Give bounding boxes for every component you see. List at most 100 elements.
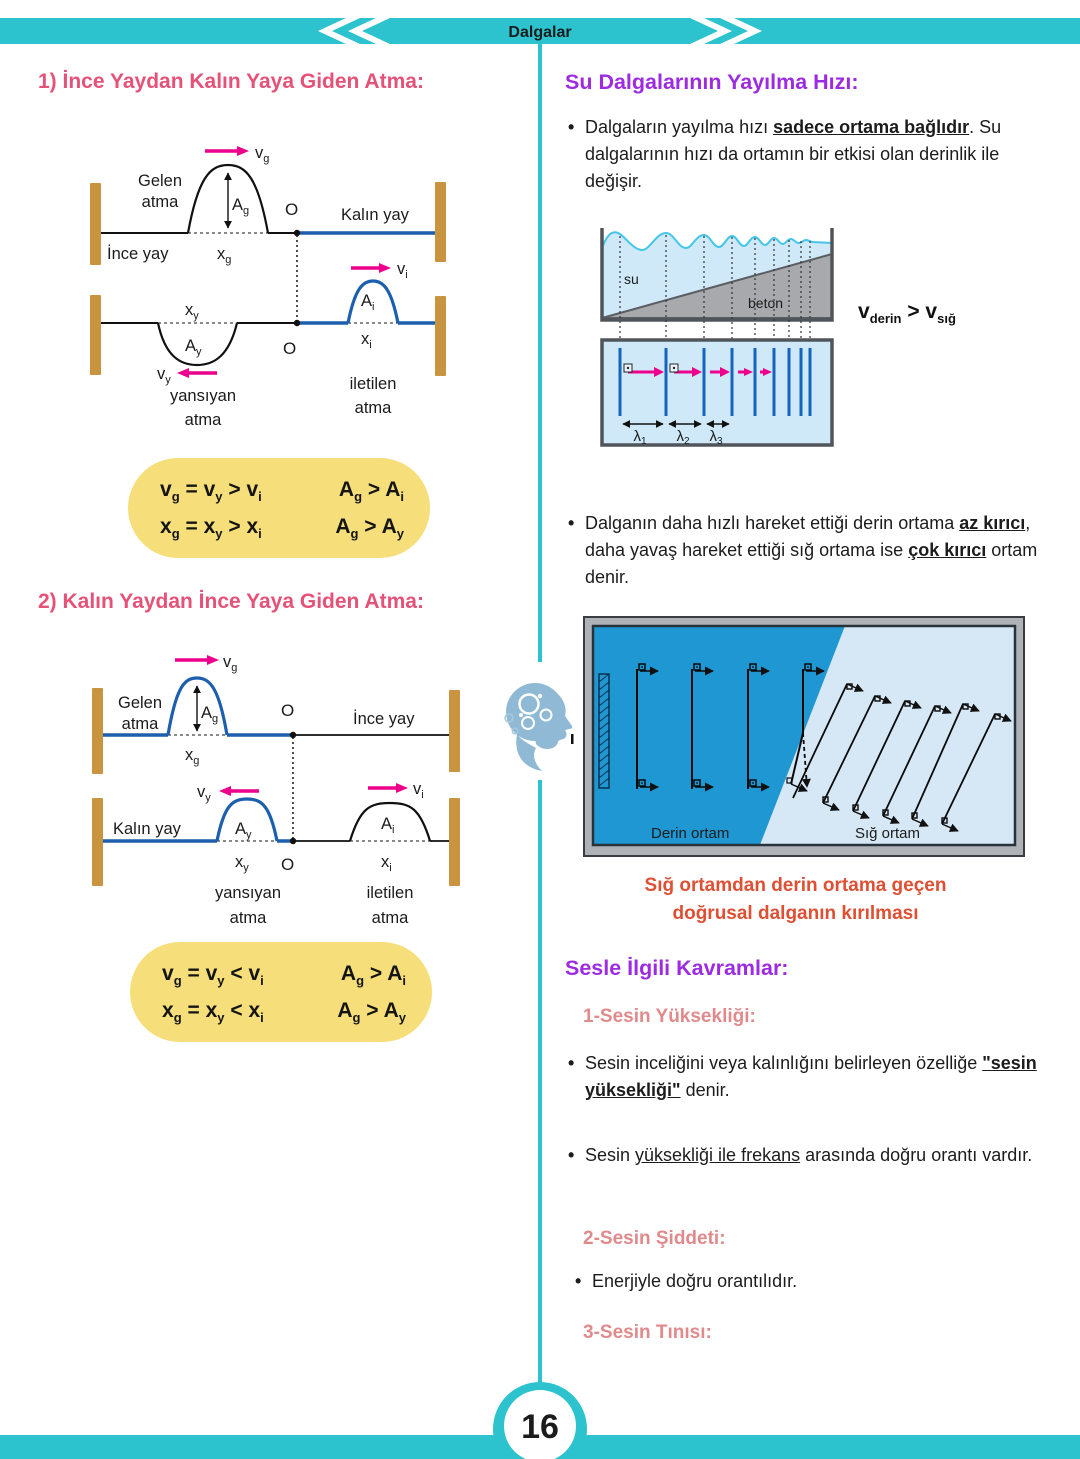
bullet-wave-speed: Dalgaların yayılma hızı sadece ortama ba… <box>568 114 1046 195</box>
incident-pulse <box>166 676 229 736</box>
svg-text:Ai: Ai <box>381 815 394 836</box>
svg-text:vg: vg <box>223 653 237 674</box>
bullet-icon <box>568 1050 585 1104</box>
svg-text:yansıyan: yansıyan <box>170 387 236 405</box>
svg-text:atma: atma <box>372 909 410 927</box>
chevron-left-icon <box>318 18 390 44</box>
water-speed-heading: Su Dalgalarının Yayılma Hızı: <box>565 70 859 94</box>
svg-text:O: O <box>281 701 294 720</box>
bullet-intensity-energy: Enerjiyle doğru orantılıdır. <box>575 1268 1035 1295</box>
svg-text:Ag: Ag <box>232 196 249 217</box>
column-divider-bottom <box>538 780 542 1386</box>
svg-text:İnce yay: İnce yay <box>353 709 415 728</box>
incident-pulse <box>186 163 270 234</box>
formula-v-relation: vg = vy > vi <box>160 477 262 504</box>
bullet-icon <box>568 114 585 195</box>
svg-text:iletilen: iletilen <box>350 375 397 393</box>
svg-text:O: O <box>283 339 296 358</box>
sound-concepts-heading: Sesle İlgili Kavramlar: <box>565 956 789 980</box>
formula-x-relation: xg = xy > xi <box>160 514 262 541</box>
incident-row <box>101 146 435 321</box>
wavefronts <box>618 348 812 416</box>
svg-text:Derin ortam: Derin ortam <box>651 825 729 842</box>
svg-text:xg: xg <box>217 245 231 266</box>
wave-source-paddle <box>598 673 610 789</box>
svg-text:xy: xy <box>185 301 199 322</box>
result-row <box>101 263 435 378</box>
svg-text:O: O <box>285 200 298 219</box>
formula-box-1: vg = vy > vi Ag > Ai xg = xy > xi Ag > A… <box>128 458 430 558</box>
svg-text:Gelen: Gelen <box>138 172 182 190</box>
formula-a-relation: Ag > Ay <box>337 998 406 1025</box>
junction-dot <box>289 837 297 845</box>
svg-text:Kalın yay: Kalın yay <box>341 206 410 224</box>
svg-text:İnce yay: İnce yay <box>107 244 169 263</box>
svg-text:xi: xi <box>381 853 392 874</box>
bullet-icon <box>568 510 585 591</box>
junction-dot <box>293 229 301 237</box>
sound-intensity-heading: 2-Sesin Şiddeti: <box>583 1228 726 1249</box>
top-view-tank: λ1 λ2 λ3 <box>600 338 834 447</box>
svg-text:O: O <box>281 855 294 874</box>
crest-guides <box>619 235 811 340</box>
refraction-diagram: Derin ortam Sığ ortam <box>583 616 1025 857</box>
section-1-heading: 1) İnce Yaydan Kalın Yaya Giden Atma: <box>38 70 424 93</box>
incident-row <box>103 655 449 839</box>
wall-bars <box>90 182 446 376</box>
formula-x-relation: xg = xy < xi <box>162 998 264 1025</box>
pulse-diagram-thick-to-thin: Gelen atma Kalın yay İnce yay O O vg Ag … <box>92 653 460 927</box>
transmitted-pulse <box>348 801 432 842</box>
side-view-tank: su beton <box>600 228 834 322</box>
svg-text:Gelen: Gelen <box>118 694 162 712</box>
pulse-diagram-thin-to-thick: Gelen atma İnce yay Kalın yay O O vg Ag … <box>90 144 446 429</box>
column-divider-top <box>538 44 542 662</box>
footer-bar: 16 <box>0 1382 1080 1459</box>
shallow-region <box>760 626 1015 845</box>
reflected-pulse <box>215 797 279 842</box>
diagram-labels: Gelen atma Kalın yay İnce yay O O vg Ag … <box>113 653 424 927</box>
boundary-transition <box>786 732 811 792</box>
chevron-right-icon <box>690 18 762 44</box>
svg-text:iletilen: iletilen <box>367 884 414 902</box>
svg-text:Sığ ortam: Sığ ortam <box>855 825 920 842</box>
bullet-pitch-definition: Sesin inceliğini veya kalınlığını belirl… <box>568 1050 1048 1104</box>
velocity-arrow-right-icon <box>396 783 408 793</box>
svg-text:atma: atma <box>142 193 180 211</box>
junction-dot <box>289 731 297 739</box>
propagation-arrows <box>623 363 772 377</box>
sound-timbre-heading: 3-Sesin Tınısı: <box>583 1322 712 1343</box>
banner-bar <box>0 18 1080 44</box>
formula-a-relation: Ag > Ai <box>338 477 404 504</box>
svg-text:Ay: Ay <box>235 820 252 841</box>
wavelength-measures: λ1 λ2 λ3 <box>622 420 730 447</box>
svg-text:atma: atma <box>185 411 223 429</box>
bullet-refractive: Dalganın daha hızlı hareket ettiği derin… <box>568 510 1038 591</box>
formula-a-relation: Ag > Ay <box>335 514 404 541</box>
bullet-icon <box>575 1268 592 1295</box>
svg-text:Kalın yay: Kalın yay <box>113 820 182 838</box>
page-number: 16 <box>521 1408 559 1446</box>
transmitted-pulse <box>346 279 400 324</box>
svg-text:Ay: Ay <box>185 337 202 358</box>
banner-title: Dalgalar <box>508 24 571 41</box>
svg-text:atma: atma <box>355 399 393 417</box>
svg-text:vi: vi <box>413 780 424 801</box>
velocity-arrow-right-icon <box>379 263 391 273</box>
wall-bars <box>92 688 460 886</box>
tank-walls <box>600 228 834 322</box>
formula-a-relation: Ag > Ai <box>340 961 406 988</box>
svg-text:xg: xg <box>185 746 199 767</box>
svg-text:Ag: Ag <box>201 704 218 725</box>
sound-pitch-heading: 1-Sesin Yüksekliği: <box>583 1006 756 1027</box>
svg-text:beton: beton <box>748 295 783 311</box>
brain-head-logo-icon <box>504 683 574 771</box>
velocity-comparison: vderin > vsığ <box>858 300 956 327</box>
water-depth-diagram: su beton <box>600 228 834 447</box>
top-banner: Dalgalar <box>0 18 1080 44</box>
bullet-icon <box>568 1142 585 1169</box>
shallow-wavefronts <box>792 683 996 825</box>
svg-text:yansıyan: yansıyan <box>215 884 281 902</box>
bullet-pitch-frequency: Sesin yüksekliği ile frekans arasında do… <box>568 1142 1048 1169</box>
velocity-arrow-left-icon <box>219 786 231 796</box>
